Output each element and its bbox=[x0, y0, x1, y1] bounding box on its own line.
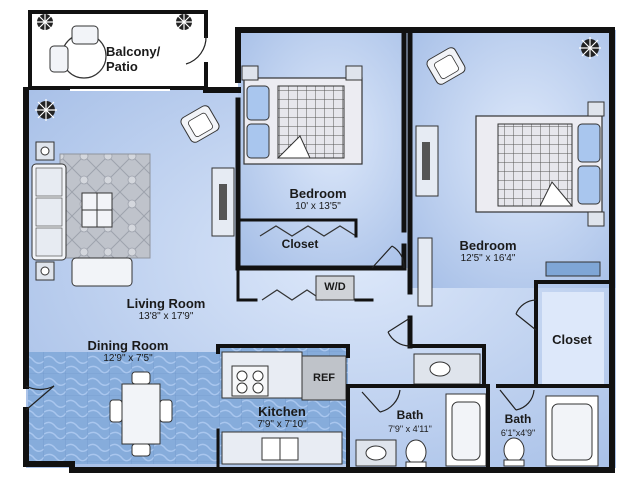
kitchen-dims: 7'9" x 7'10" bbox=[257, 419, 307, 430]
bath2-tub-inner bbox=[551, 403, 593, 461]
coffee-table-detail bbox=[82, 193, 112, 227]
armchair-icon bbox=[180, 105, 220, 143]
sofa-cushion-2 bbox=[35, 197, 63, 227]
armchair-icon bbox=[426, 47, 466, 85]
burner-icon bbox=[236, 370, 248, 382]
bath2-toilet-tank bbox=[503, 459, 525, 467]
dining-label: Dining Room 12'9" x 7'5" bbox=[68, 338, 188, 365]
walls bbox=[23, 10, 615, 473]
closet1-bifold-doors bbox=[259, 225, 357, 237]
bedroom1-door bbox=[371, 245, 405, 269]
bath1-sink bbox=[365, 445, 387, 461]
pillow bbox=[246, 123, 270, 159]
bedroom2-door bbox=[387, 317, 411, 347]
patio-chair-icon bbox=[49, 45, 69, 73]
sofa-cushion-1 bbox=[35, 167, 63, 197]
pillow bbox=[246, 85, 270, 121]
stove bbox=[231, 365, 269, 397]
bath1-door bbox=[361, 389, 401, 413]
washer-dryer-label: W/D bbox=[324, 281, 346, 293]
nightstand bbox=[345, 65, 363, 81]
bench bbox=[545, 261, 601, 277]
bedroom1-furniture bbox=[211, 65, 363, 237]
plant-icon bbox=[579, 37, 601, 59]
bath1-label: Bath 7'9" x 4'11" bbox=[372, 408, 448, 435]
bedroom1-dims: 10' x 13'5" bbox=[295, 201, 341, 212]
vanity-sink bbox=[429, 361, 451, 377]
nightstand bbox=[241, 65, 259, 81]
burner-icon bbox=[252, 382, 264, 394]
closet2-door bbox=[515, 299, 537, 331]
nightstand bbox=[587, 101, 605, 117]
entry-door bbox=[25, 385, 55, 411]
closet1-name: Closet bbox=[281, 237, 319, 251]
balcony-furniture bbox=[35, 12, 194, 79]
lamp-icon bbox=[40, 146, 50, 156]
closets bbox=[259, 225, 604, 386]
dining-chair-icon bbox=[131, 443, 151, 457]
closet2-floor bbox=[542, 292, 604, 386]
living-dims: 13'8" x 17'9" bbox=[138, 311, 194, 322]
dining-chair-icon bbox=[109, 399, 123, 423]
nightstand bbox=[587, 211, 605, 227]
bath1-dims: 7'9" x 4'11" bbox=[388, 424, 432, 434]
bath2-label: Bath 6'1"x4'9" bbox=[490, 412, 546, 439]
bedroom1-name: Bedroom bbox=[289, 186, 347, 201]
bed-quilt bbox=[277, 85, 345, 159]
bath2-door bbox=[499, 389, 535, 411]
bath2-toilet bbox=[503, 437, 525, 463]
pillow bbox=[577, 165, 601, 205]
sofa-cushion-3 bbox=[35, 227, 63, 257]
bath2-name: Bath bbox=[504, 412, 532, 426]
kitchen-name: Kitchen bbox=[258, 404, 306, 419]
balcony-label: Balcony/ Patio bbox=[106, 44, 160, 74]
dining-chair-icon bbox=[131, 371, 151, 385]
loveseat bbox=[71, 257, 133, 287]
kitchen-label: Kitchen 7'9" x 7'10" bbox=[232, 404, 332, 431]
closet2-name: Closet bbox=[552, 332, 592, 347]
closet2-label: Closet bbox=[542, 332, 602, 347]
pillow bbox=[577, 123, 601, 163]
burner-icon bbox=[236, 382, 248, 394]
bath1-name: Bath bbox=[396, 408, 424, 422]
bedroom2-name: Bedroom bbox=[459, 238, 517, 253]
bedroom2-label: Bedroom 12'5" x 16'4" bbox=[438, 238, 538, 265]
refrigerator-label: REF bbox=[313, 372, 335, 384]
dining-dims: 12'9" x 7'5" bbox=[103, 353, 153, 364]
balcony-door bbox=[185, 35, 207, 65]
plant-icon bbox=[174, 12, 194, 32]
bed-fold bbox=[276, 135, 311, 159]
plant-icon bbox=[35, 99, 57, 121]
burner-icon bbox=[252, 370, 264, 382]
washer-dryer-box bbox=[315, 275, 355, 301]
tv bbox=[422, 142, 430, 180]
bedroom2-dims: 12'5" x 16'4" bbox=[460, 253, 516, 264]
doors bbox=[25, 35, 537, 413]
dining-kitchen-fixtures bbox=[109, 351, 347, 465]
tv bbox=[219, 184, 227, 220]
bath-fixtures bbox=[355, 353, 599, 469]
refrigerator-box bbox=[301, 355, 347, 401]
bed-fold bbox=[539, 181, 574, 207]
living-label: Living Room 13'8" x 17'9" bbox=[106, 296, 226, 323]
plant-icon bbox=[35, 12, 55, 32]
bedroom1-label: Bedroom 10' x 13'5" bbox=[268, 186, 368, 213]
bath1-toilet bbox=[405, 439, 427, 465]
lamp-icon bbox=[40, 266, 50, 276]
shelf bbox=[417, 237, 433, 307]
dining-table bbox=[121, 383, 161, 445]
patio-chair-icon bbox=[71, 25, 99, 45]
dining-chair-icon bbox=[159, 399, 173, 423]
bath1-tub-inner bbox=[451, 401, 481, 461]
closet1-label: Closet bbox=[270, 237, 330, 252]
bedroom2-furniture bbox=[415, 37, 605, 307]
bath2-dims: 6'1"x4'9" bbox=[500, 428, 536, 438]
dining-name: Dining Room bbox=[87, 338, 169, 353]
balcony-name: Balcony/ Patio bbox=[106, 44, 161, 74]
living-name: Living Room bbox=[126, 296, 206, 311]
living-furniture bbox=[31, 99, 220, 287]
